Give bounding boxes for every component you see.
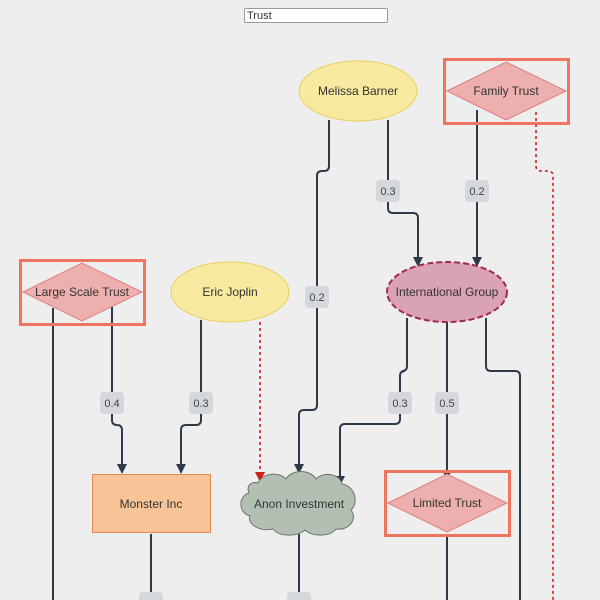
nodes: Melissa Barner Family Trust Large Scale … [19, 58, 570, 537]
node-label: Eric Joplin [202, 285, 257, 299]
node-label: Large Scale Trust [35, 285, 130, 299]
edge-label-text: 0.3 [392, 398, 407, 410]
node-anon-investment[interactable]: Anon Investment [240, 471, 356, 536]
node-melissa-barner[interactable]: Melissa Barner [298, 60, 418, 122]
edge-labels: 0.2 0.3 0.2 0.4 0.3 0.3 0.5 [100, 180, 489, 600]
edge-label-text: 0.5 [439, 398, 454, 410]
node-large-scale-trust[interactable]: Large Scale Trust [19, 259, 146, 326]
edge-label-text: 0.4 [104, 398, 119, 410]
edge-label-text: 0.3 [380, 186, 395, 198]
node-international-group[interactable]: International Group [386, 261, 508, 323]
node-label: Limited Trust [413, 496, 482, 510]
edge-eric-to-monster[interactable] [176, 320, 202, 474]
edge-label-eric-to-monster: 0.3 [189, 392, 213, 414]
edge-label-melissa-to-international: 0.3 [376, 180, 400, 202]
edge-label-monster-down [139, 592, 163, 600]
node-label: Anon Investment [254, 497, 345, 511]
node-label: Family Trust [473, 84, 539, 98]
highlight-frame [384, 470, 511, 537]
edge-label-family-to-international: 0.2 [465, 180, 489, 202]
edge-family-dashed[interactable] [535, 112, 554, 600]
node-family-trust[interactable]: Family Trust [443, 58, 570, 125]
highlight-frame [19, 259, 146, 326]
highlight-frame [443, 58, 570, 125]
edge-label-international-to-limited: 0.5 [435, 392, 459, 414]
edge-large-to-monster[interactable] [111, 306, 127, 474]
node-label: Monster Inc [120, 497, 183, 511]
edge-label-international-to-anon: 0.3 [388, 392, 412, 414]
edge-melissa-to-international[interactable] [387, 120, 423, 267]
node-limited-trust[interactable]: Limited Trust [384, 470, 511, 537]
edge-label-melissa-to-anon: 0.2 [305, 286, 329, 308]
node-label: Melissa Barner [318, 84, 398, 98]
search-input[interactable] [244, 8, 388, 23]
edge-label-large-to-monster: 0.4 [100, 392, 124, 414]
node-eric-joplin[interactable]: Eric Joplin [170, 261, 290, 323]
edge-label-anon-down [287, 592, 311, 600]
node-monster-inc[interactable]: Monster Inc [92, 474, 211, 533]
edge-label-text: 0.2 [309, 292, 324, 304]
node-label: International Group [396, 285, 499, 299]
edge-label-text: 0.3 [193, 398, 208, 410]
edge-international-down[interactable] [485, 318, 521, 600]
edge-label-text: 0.2 [469, 186, 484, 198]
